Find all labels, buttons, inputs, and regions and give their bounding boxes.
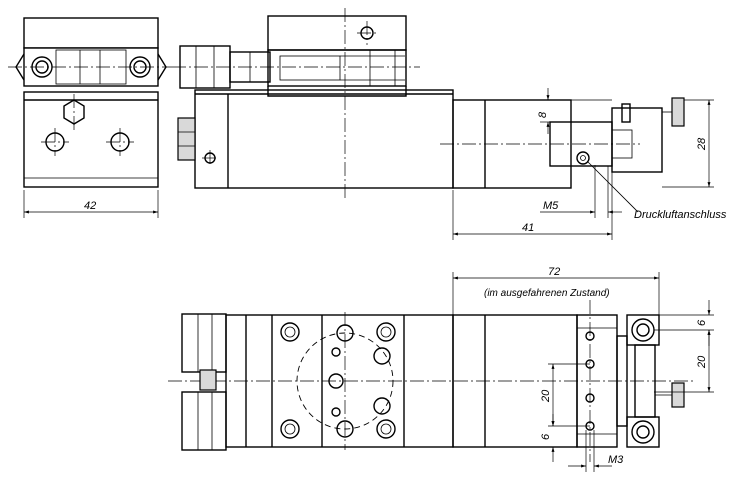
druckluft-label: Druckluftanschluss — [634, 209, 727, 221]
side-view: 8 28 M5 41 Druckluftanschluss — [172, 8, 727, 240]
dim-m5-label: M5 — [543, 200, 559, 212]
dim-8-label: 8 — [537, 111, 549, 118]
dim-28-label: 28 — [696, 137, 708, 151]
dim-72-label: 72 — [548, 266, 560, 278]
dim-20-right-label: 20 — [696, 355, 708, 369]
plan-view: 72 (im ausgefahrenen Zustand) 6 20 20 6 … — [168, 266, 714, 472]
dim-m3-label: M3 — [608, 454, 624, 466]
dim-42-label: 42 — [84, 200, 96, 212]
dim-6-top-label: 6 — [696, 319, 708, 326]
dim-6-left-label: 6 — [540, 433, 552, 440]
end-view: 42 — [8, 17, 172, 218]
dim-41-label: 41 — [522, 222, 534, 234]
dim-20-left-label: 20 — [540, 389, 552, 403]
im-ausgefahrenen-label: (im ausgefahrenen Zustand) — [484, 288, 610, 299]
